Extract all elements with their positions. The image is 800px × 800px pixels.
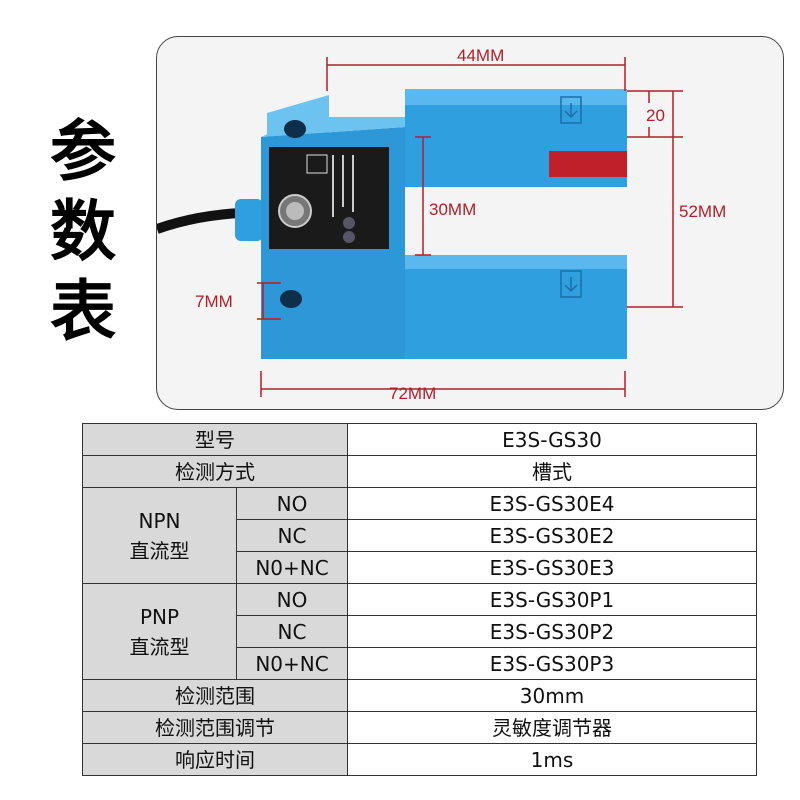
response-label: 响应时间	[82, 743, 348, 776]
dim-hole: 7MM	[195, 292, 233, 311]
cable	[157, 208, 243, 234]
output-mode: NO	[236, 487, 348, 520]
table-row: PNP 直流型 NO E3S-GS30P1	[82, 583, 757, 680]
table-row: 型号 E3S-GS30	[82, 423, 757, 456]
table-row: NC E3S-GS30P2	[83, 615, 757, 648]
npn-group-label: NPN 直流型	[82, 487, 237, 584]
adjust-label: 检测范围调节	[82, 711, 348, 744]
spec-table: 型号 E3S-GS30 检测方式 槽式 NPN 直流型 NO E3S-GS30E…	[82, 423, 757, 776]
model-number: E3S-GS30E3	[347, 551, 757, 584]
mounting-hole-bottom	[280, 290, 302, 308]
mounting-hole-top	[284, 120, 306, 138]
table-row: 检测范围调节 灵敏度调节器	[82, 711, 757, 744]
table-row: 检测范围 30mm	[82, 679, 757, 712]
group-kind: 直流型	[129, 634, 190, 659]
sensor-diagram: 44MM 20 52MM 30MM 7MM 72MM	[157, 46, 739, 403]
group-type: PNP	[139, 604, 180, 629]
table-row: N0+NC E3S-GS30E3	[83, 551, 757, 584]
method-label: 检测方式	[82, 455, 348, 488]
group-type: NPN	[138, 508, 181, 533]
table-row: N0+NC E3S-GS30P3	[83, 647, 757, 680]
table-row: NPN 直流型 NO E3S-GS30E4	[82, 487, 757, 584]
table-row: 响应时间 1ms	[82, 743, 757, 776]
model-number: E3S-GS30P1	[347, 583, 757, 616]
page-title: 参 数 表	[38, 112, 128, 352]
model-label: 型号	[82, 423, 348, 456]
title-char: 表	[50, 273, 116, 350]
range-value: 30mm	[347, 679, 757, 712]
adjust-value: 灵敏度调节器	[347, 711, 757, 744]
cable-gland	[235, 199, 263, 241]
model-number: E3S-GS30E2	[347, 519, 757, 552]
product-photo: 44MM 20 52MM 30MM 7MM 72MM	[156, 36, 784, 410]
group-kind: 直流型	[129, 538, 190, 563]
dim-height: 52MM	[679, 202, 726, 221]
model-number: E3S-GS30P3	[347, 647, 757, 680]
pnp-group-label: PNP 直流型	[82, 583, 237, 680]
output-mode: N0+NC	[236, 647, 348, 680]
dim-slot-top: 20	[646, 106, 665, 125]
table-row: 检测方式 槽式	[82, 455, 757, 488]
table-row: NC E3S-GS30E2	[83, 519, 757, 552]
range-label: 检测范围	[82, 679, 348, 712]
dim-top-width: 44MM	[457, 46, 504, 65]
method-value: 槽式	[347, 455, 757, 488]
dim-total-width: 72MM	[389, 384, 436, 403]
title-char: 参	[50, 113, 116, 190]
model-value: E3S-GS30	[347, 423, 757, 456]
output-mode: NC	[236, 615, 348, 648]
dim-slot-depth: 30MM	[429, 200, 476, 219]
model-number: E3S-GS30P2	[347, 615, 757, 648]
output-mode: N0+NC	[236, 551, 348, 584]
title-char: 数	[50, 193, 116, 270]
dimension-lines	[257, 57, 683, 397]
response-value: 1ms	[347, 743, 757, 776]
output-mode: NC	[236, 519, 348, 552]
emitter-window	[549, 151, 627, 177]
output-mode: NO	[236, 583, 348, 616]
model-number: E3S-GS30E4	[347, 487, 757, 520]
